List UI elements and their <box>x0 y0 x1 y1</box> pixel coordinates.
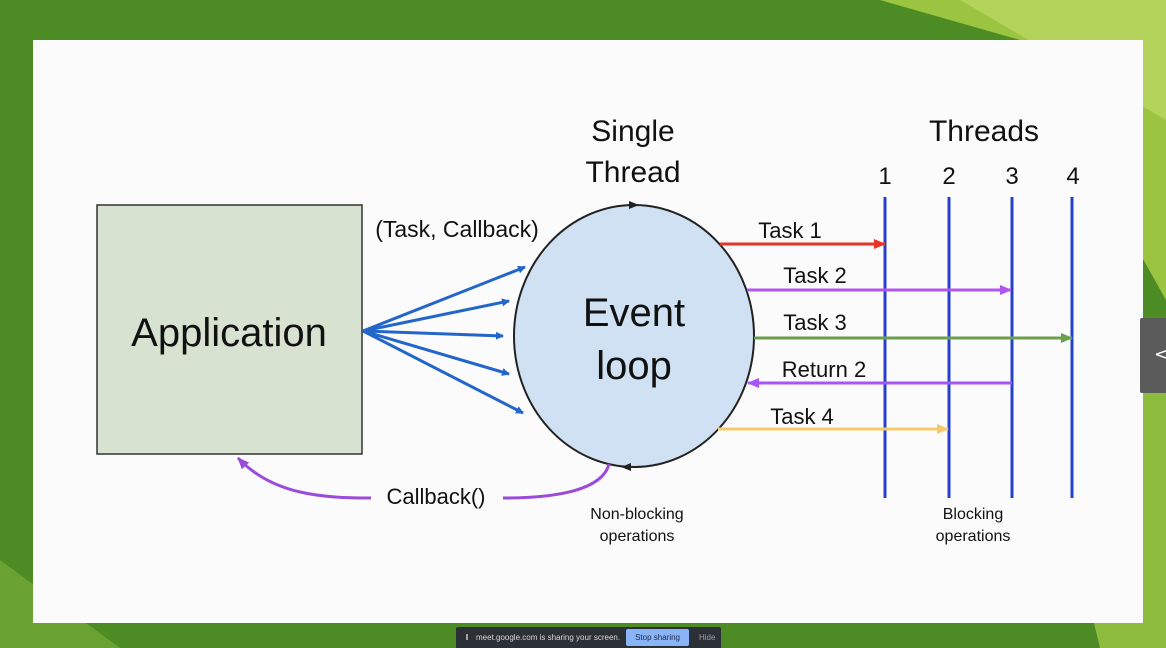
screen-share-bar: ‖ meet.google.com is sharing your screen… <box>456 627 721 648</box>
blocking-label-line1: Blocking <box>943 506 1003 523</box>
fan-arrow <box>362 329 504 340</box>
task-callback-label: (Task, Callback) <box>375 216 539 242</box>
thread-number-4: 4 <box>1066 163 1079 190</box>
thread-number-2: 2 <box>942 163 955 190</box>
presentation-slide: Application (Task, Callback) Single Thre… <box>33 40 1143 623</box>
drag-handle-icon[interactable]: ‖ <box>465 633 469 642</box>
blocking-label-line2: operations <box>936 528 1011 545</box>
stop-sharing-button[interactable]: Stop sharing <box>626 629 689 646</box>
task1-label: Task 1 <box>758 218 822 243</box>
fan-arrow <box>362 329 510 376</box>
task2-label: Task 2 <box>783 263 847 288</box>
callback-label: Callback() <box>386 484 485 509</box>
share-message: meet.google.com is sharing your screen. <box>476 633 621 642</box>
single-thread-label-line1: Single <box>591 115 674 148</box>
thread-number-3: 3 <box>1005 163 1018 190</box>
fan-arrow <box>362 329 524 415</box>
task4-label: Task 4 <box>770 404 834 429</box>
callback-curve-right <box>502 463 611 500</box>
chevron-left-icon: < <box>1154 344 1166 365</box>
event-loop-label-line2: loop <box>596 344 672 388</box>
side-panel-toggle[interactable]: < <box>1140 318 1166 393</box>
event-loop-label-line1: Event <box>583 291 685 335</box>
callback-curve <box>236 456 372 500</box>
application-label: Application <box>131 311 327 355</box>
application-box <box>96 204 363 455</box>
fan-arrows <box>362 265 526 415</box>
thread-number-1: 1 <box>878 163 891 190</box>
non-blocking-label-line1: Non-blocking <box>590 506 683 523</box>
fan-arrow <box>362 265 526 333</box>
event-loop-diagram: Application (Task, Callback) Single Thre… <box>96 115 1080 545</box>
single-thread-label-line2: Thread <box>585 156 680 189</box>
loop-direction-bottom-icon <box>621 463 631 471</box>
task3-label: Task 3 <box>783 310 847 335</box>
threads-title: Threads <box>929 115 1039 148</box>
non-blocking-label-line2: operations <box>600 528 675 545</box>
hide-button[interactable]: Hide <box>699 633 716 642</box>
loop-direction-top-icon <box>629 201 639 209</box>
return2-label: Return 2 <box>782 357 866 382</box>
fan-arrow <box>362 298 510 333</box>
